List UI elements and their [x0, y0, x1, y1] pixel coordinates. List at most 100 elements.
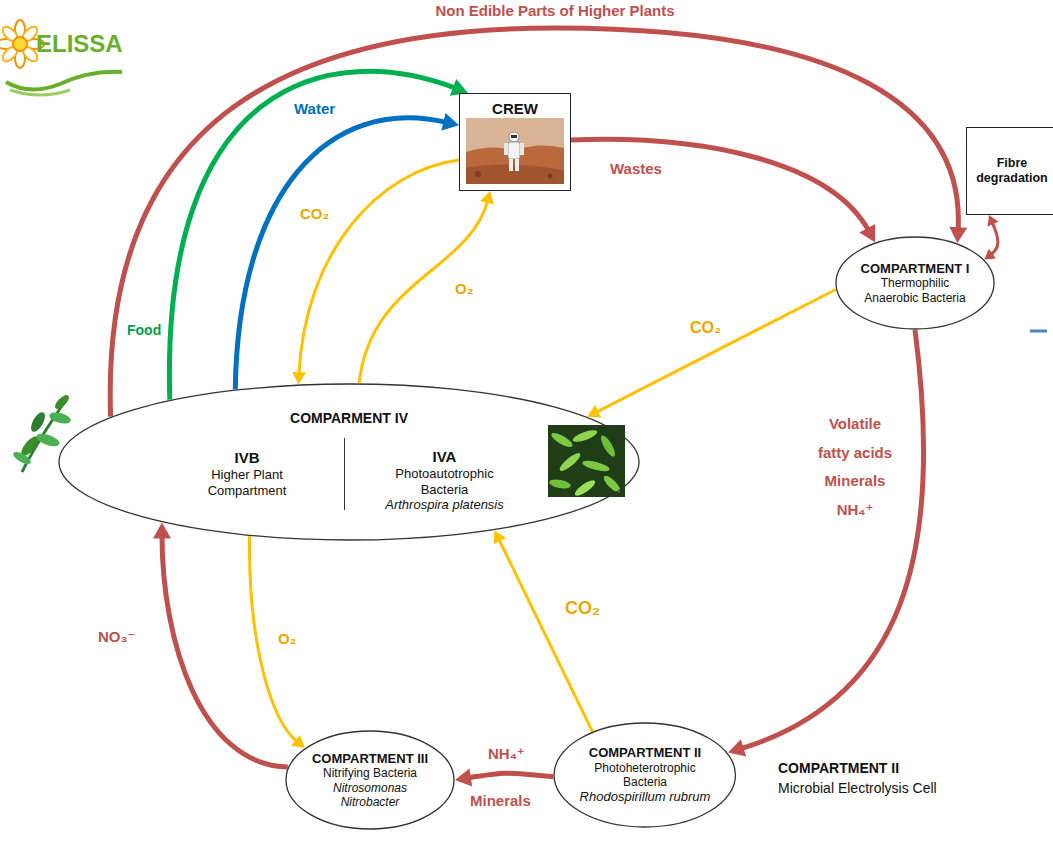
flow-line	[359, 200, 488, 383]
flow-line	[162, 535, 288, 767]
logo-flower	[13, 37, 27, 51]
node-title: COMPARTMENT II	[589, 745, 701, 761]
node-title: Fibre degradation	[973, 156, 1051, 186]
logo-flower	[6, 72, 122, 90]
flow-line	[468, 773, 554, 778]
flow-arrow	[235, 113, 459, 389]
ellipse-outline	[836, 237, 994, 329]
flow-line	[169, 71, 456, 399]
flow-label: Volatile fatty acids Minerals NH₄⁺	[815, 410, 895, 524]
arrow-head	[494, 530, 507, 544]
node-title: IVA	[433, 448, 457, 466]
arrow-head	[480, 191, 494, 204]
crew-photo	[511, 135, 517, 138]
node-text: Nitrifying Bacteria	[323, 766, 417, 780]
flow-arrow	[110, 28, 967, 417]
ellipse-outline	[286, 731, 454, 829]
crew-photo	[475, 171, 481, 177]
flow-label: O₂	[278, 630, 296, 648]
flow-arrow	[169, 71, 468, 399]
side-note: Microbial Electrolysis Cell	[778, 780, 937, 797]
arrow-head	[984, 249, 996, 260]
arrow-head	[292, 372, 306, 384]
plant-sprig	[53, 393, 71, 411]
crew-photo	[520, 143, 524, 155]
bacteria-image	[599, 434, 618, 459]
compartment-ellipse: COMPARTMENT IIINitrifying BacteriaNitros…	[285, 730, 455, 830]
arrow-head	[988, 215, 999, 227]
flow-arrow	[455, 769, 553, 787]
bacteria-image	[573, 478, 597, 498]
crew-photo	[509, 159, 513, 171]
ellipse-outline	[59, 384, 639, 540]
bacteria-image	[550, 431, 575, 450]
text-group: COMPARMENT IV	[290, 410, 408, 427]
arrow-head	[587, 405, 601, 418]
sub-compartment: IVBHigher Plant Compartment	[150, 438, 345, 510]
bacteria-image	[571, 428, 598, 444]
flow-arrow	[249, 536, 304, 748]
flow-line	[991, 222, 998, 255]
node-text: Thermophilic Anaerobic Bacteria	[856, 276, 974, 305]
ellipse-outline	[58, 383, 640, 541]
node-text: Nitrosomonas Nitrobacter	[320, 781, 420, 810]
flow-label: Minerals	[470, 792, 531, 810]
node-title: CREW	[492, 100, 538, 118]
arrow-head	[153, 523, 171, 539]
text-group: CREW	[492, 100, 538, 118]
flow-arrow	[494, 530, 593, 731]
node-text: Arthrospira platensis	[385, 497, 504, 513]
crew-photo	[466, 118, 564, 184]
bacteria-image	[557, 451, 582, 474]
flow-line	[596, 290, 836, 413]
logo-flower	[0, 20, 122, 95]
node-title: IVB	[234, 449, 259, 467]
flow-label: CO₂	[300, 205, 329, 223]
text-group: IVBHigher Plant Compartment	[192, 449, 302, 498]
logo-flower	[10, 90, 70, 95]
flow-arrow	[984, 215, 998, 260]
bacteria-image	[548, 425, 625, 498]
flow-line	[571, 139, 869, 231]
flow-arrow	[728, 330, 924, 757]
process-box: Fibre degradation	[966, 127, 1053, 215]
arrow-head	[949, 227, 967, 243]
plant-sprig	[11, 450, 32, 467]
arrow-head	[859, 224, 875, 242]
plant-sprig	[35, 431, 61, 449]
flow-arrow	[292, 160, 459, 384]
flow-label: O₂	[455, 280, 473, 298]
edge-mark	[1030, 330, 1047, 333]
node-text: Rhodospirillum rubrum	[580, 789, 711, 805]
flow-label: Food	[127, 322, 161, 339]
flow-label: Non Edible Parts of Higher Plants	[435, 2, 674, 20]
ellipse-outline	[554, 723, 735, 827]
crew-photo	[515, 159, 519, 171]
crew-box: CREW	[459, 93, 571, 191]
flow-line	[235, 118, 446, 390]
compartment-ellipse: COMPARTMENT IIPhotoheterotrophic Bacteri…	[553, 722, 736, 828]
flow-label: Wastes	[610, 160, 662, 178]
node-text: Higher Plant Compartment	[192, 467, 302, 498]
arrow-head	[291, 735, 305, 748]
node-title: COMPARTMENT I	[861, 261, 970, 277]
crew-photo	[509, 132, 519, 142]
sub-compartment: IVAPhotoautotrophic BacteriaArthrospira …	[347, 438, 542, 523]
compartment-ellipse: COMPARTMENT IThermophilic Anaerobic Bact…	[835, 236, 995, 330]
flow-line	[499, 539, 593, 732]
flow-label: NO₃⁻	[98, 628, 135, 646]
flow-line	[740, 330, 923, 749]
flow-arrow	[153, 523, 288, 768]
logo-text: ELISSA	[36, 30, 123, 59]
bacteria-image	[548, 478, 571, 490]
text-group: COMPARTMENT IThermophilic Anaerobic Bact…	[856, 261, 974, 305]
crew-photo	[466, 118, 564, 184]
text-group: COMPARTMENT IIPhotoheterotrophic Bacteri…	[580, 745, 711, 805]
flow-label: NH₄⁺	[488, 745, 525, 763]
plant-sprig	[48, 410, 72, 425]
flow-label: CO₂	[690, 318, 721, 337]
flow-line	[249, 536, 297, 742]
arrow-head	[728, 739, 746, 756]
